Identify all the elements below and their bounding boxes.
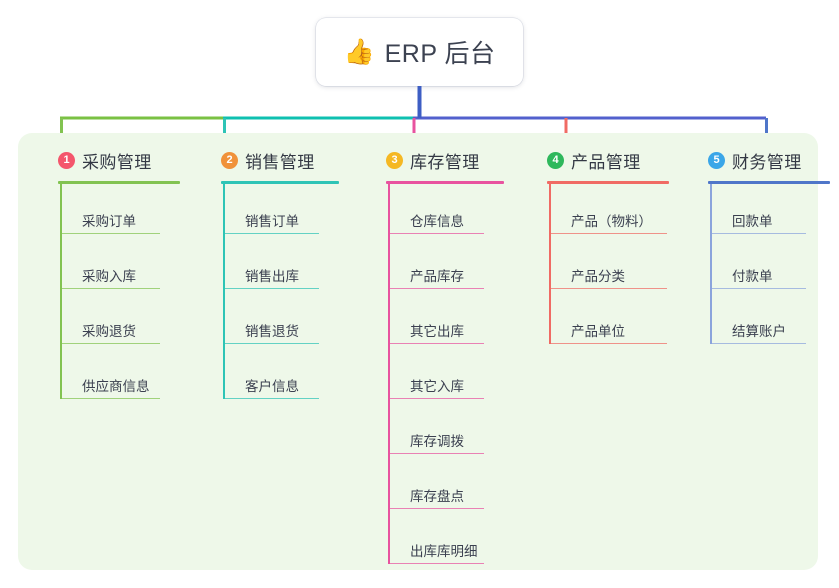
menu-item-underline	[60, 342, 160, 344]
menu-item-underline	[388, 232, 484, 234]
category-header-3[interactable]: 3 库存管理	[364, 145, 480, 175]
category-title-1: 采购管理	[82, 152, 152, 172]
category-badge-1: 1	[58, 151, 75, 169]
menu-item-label: 仓库信息	[410, 214, 464, 229]
category-title-5: 财务管理	[732, 152, 802, 172]
categories-panel	[18, 133, 818, 570]
category-badge-5: 5	[708, 151, 725, 169]
category-underline-1	[58, 181, 180, 184]
menu-item-label: 产品分类	[571, 269, 625, 284]
menu-item-underline	[388, 342, 484, 344]
menu-item-label: 其它出库	[410, 324, 464, 339]
menu-item-label: 结算账户	[732, 324, 786, 339]
menu-item-label: 产品（物料）	[571, 214, 652, 229]
root-title: ERP 后台	[384, 40, 496, 68]
root-node[interactable]: 👍 ERP 后台	[316, 18, 523, 86]
menu-item-label: 库存调拨	[410, 434, 464, 449]
menu-item-label: 销售退货	[245, 324, 299, 339]
menu-item-underline	[60, 287, 160, 289]
category-column-1: 1 采购管理采购订单采购入库采购退货供应商信息	[36, 145, 180, 399]
menu-item-underline	[388, 397, 484, 399]
menu-item-label: 出库库明细	[410, 544, 478, 559]
menu-item-label: 采购订单	[82, 214, 136, 229]
thumbs-up-icon: 👍	[343, 37, 375, 66]
category-badge-2: 2	[221, 151, 238, 169]
menu-item-underline	[388, 507, 484, 509]
category-header-2[interactable]: 2 销售管理	[199, 145, 315, 175]
menu-item-label: 产品库存	[410, 269, 464, 284]
menu-item-underline	[549, 342, 667, 344]
category-badge-3: 3	[386, 151, 403, 169]
menu-item-label: 库存盘点	[410, 489, 464, 504]
category-underline-5	[708, 181, 830, 184]
menu-item-underline	[388, 287, 484, 289]
category-underline-2	[221, 181, 339, 184]
menu-item-underline	[223, 287, 319, 289]
category-title-3: 库存管理	[410, 152, 480, 172]
category-spine-2	[223, 184, 225, 399]
menu-item-underline	[223, 397, 319, 399]
menu-item-underline	[388, 452, 484, 454]
menu-item-underline	[388, 562, 484, 564]
category-spine-4	[549, 184, 551, 344]
category-header-1[interactable]: 1 采购管理	[36, 145, 152, 175]
menu-item-label: 产品单位	[571, 324, 625, 339]
category-badge-4: 4	[547, 151, 564, 169]
category-underline-4	[547, 181, 669, 184]
category-spine-1	[60, 184, 62, 399]
menu-item-underline	[549, 232, 667, 234]
menu-item-label: 采购退货	[82, 324, 136, 339]
menu-item-label: 采购入库	[82, 269, 136, 284]
menu-item-label: 客户信息	[245, 379, 299, 394]
menu-item-label: 销售出库	[245, 269, 299, 284]
category-title-4: 产品管理	[571, 152, 641, 172]
category-header-4[interactable]: 4 产品管理	[525, 145, 641, 175]
menu-item-label: 回款单	[732, 214, 773, 229]
menu-item-underline	[710, 342, 806, 344]
menu-item-underline	[710, 232, 806, 234]
menu-item-underline	[60, 397, 160, 399]
category-title-2: 销售管理	[245, 152, 315, 172]
category-header-5[interactable]: 5 财务管理	[686, 145, 802, 175]
category-spine-3	[388, 184, 390, 564]
menu-item-underline	[710, 287, 806, 289]
menu-item-underline	[223, 232, 319, 234]
category-spine-5	[710, 184, 712, 344]
menu-item-label: 销售订单	[245, 214, 299, 229]
category-column-2: 2 销售管理销售订单销售出库销售退货客户信息	[199, 145, 339, 399]
menu-item-underline	[60, 232, 160, 234]
menu-item-label: 其它入库	[410, 379, 464, 394]
menu-item-underline	[549, 287, 667, 289]
category-column-5: 5 财务管理回款单付款单结算账户	[686, 145, 830, 344]
category-underline-3	[386, 181, 504, 184]
menu-item-label: 付款单	[732, 269, 773, 284]
menu-item-underline	[223, 342, 319, 344]
category-column-4: 4 产品管理产品（物料） 产品分类产品单位	[525, 145, 669, 344]
category-column-3: 3 库存管理仓库信息产品库存其它出库其它入库库存调拨库存盘点出库库明细	[364, 145, 504, 564]
menu-item-label: 供应商信息	[82, 379, 150, 394]
